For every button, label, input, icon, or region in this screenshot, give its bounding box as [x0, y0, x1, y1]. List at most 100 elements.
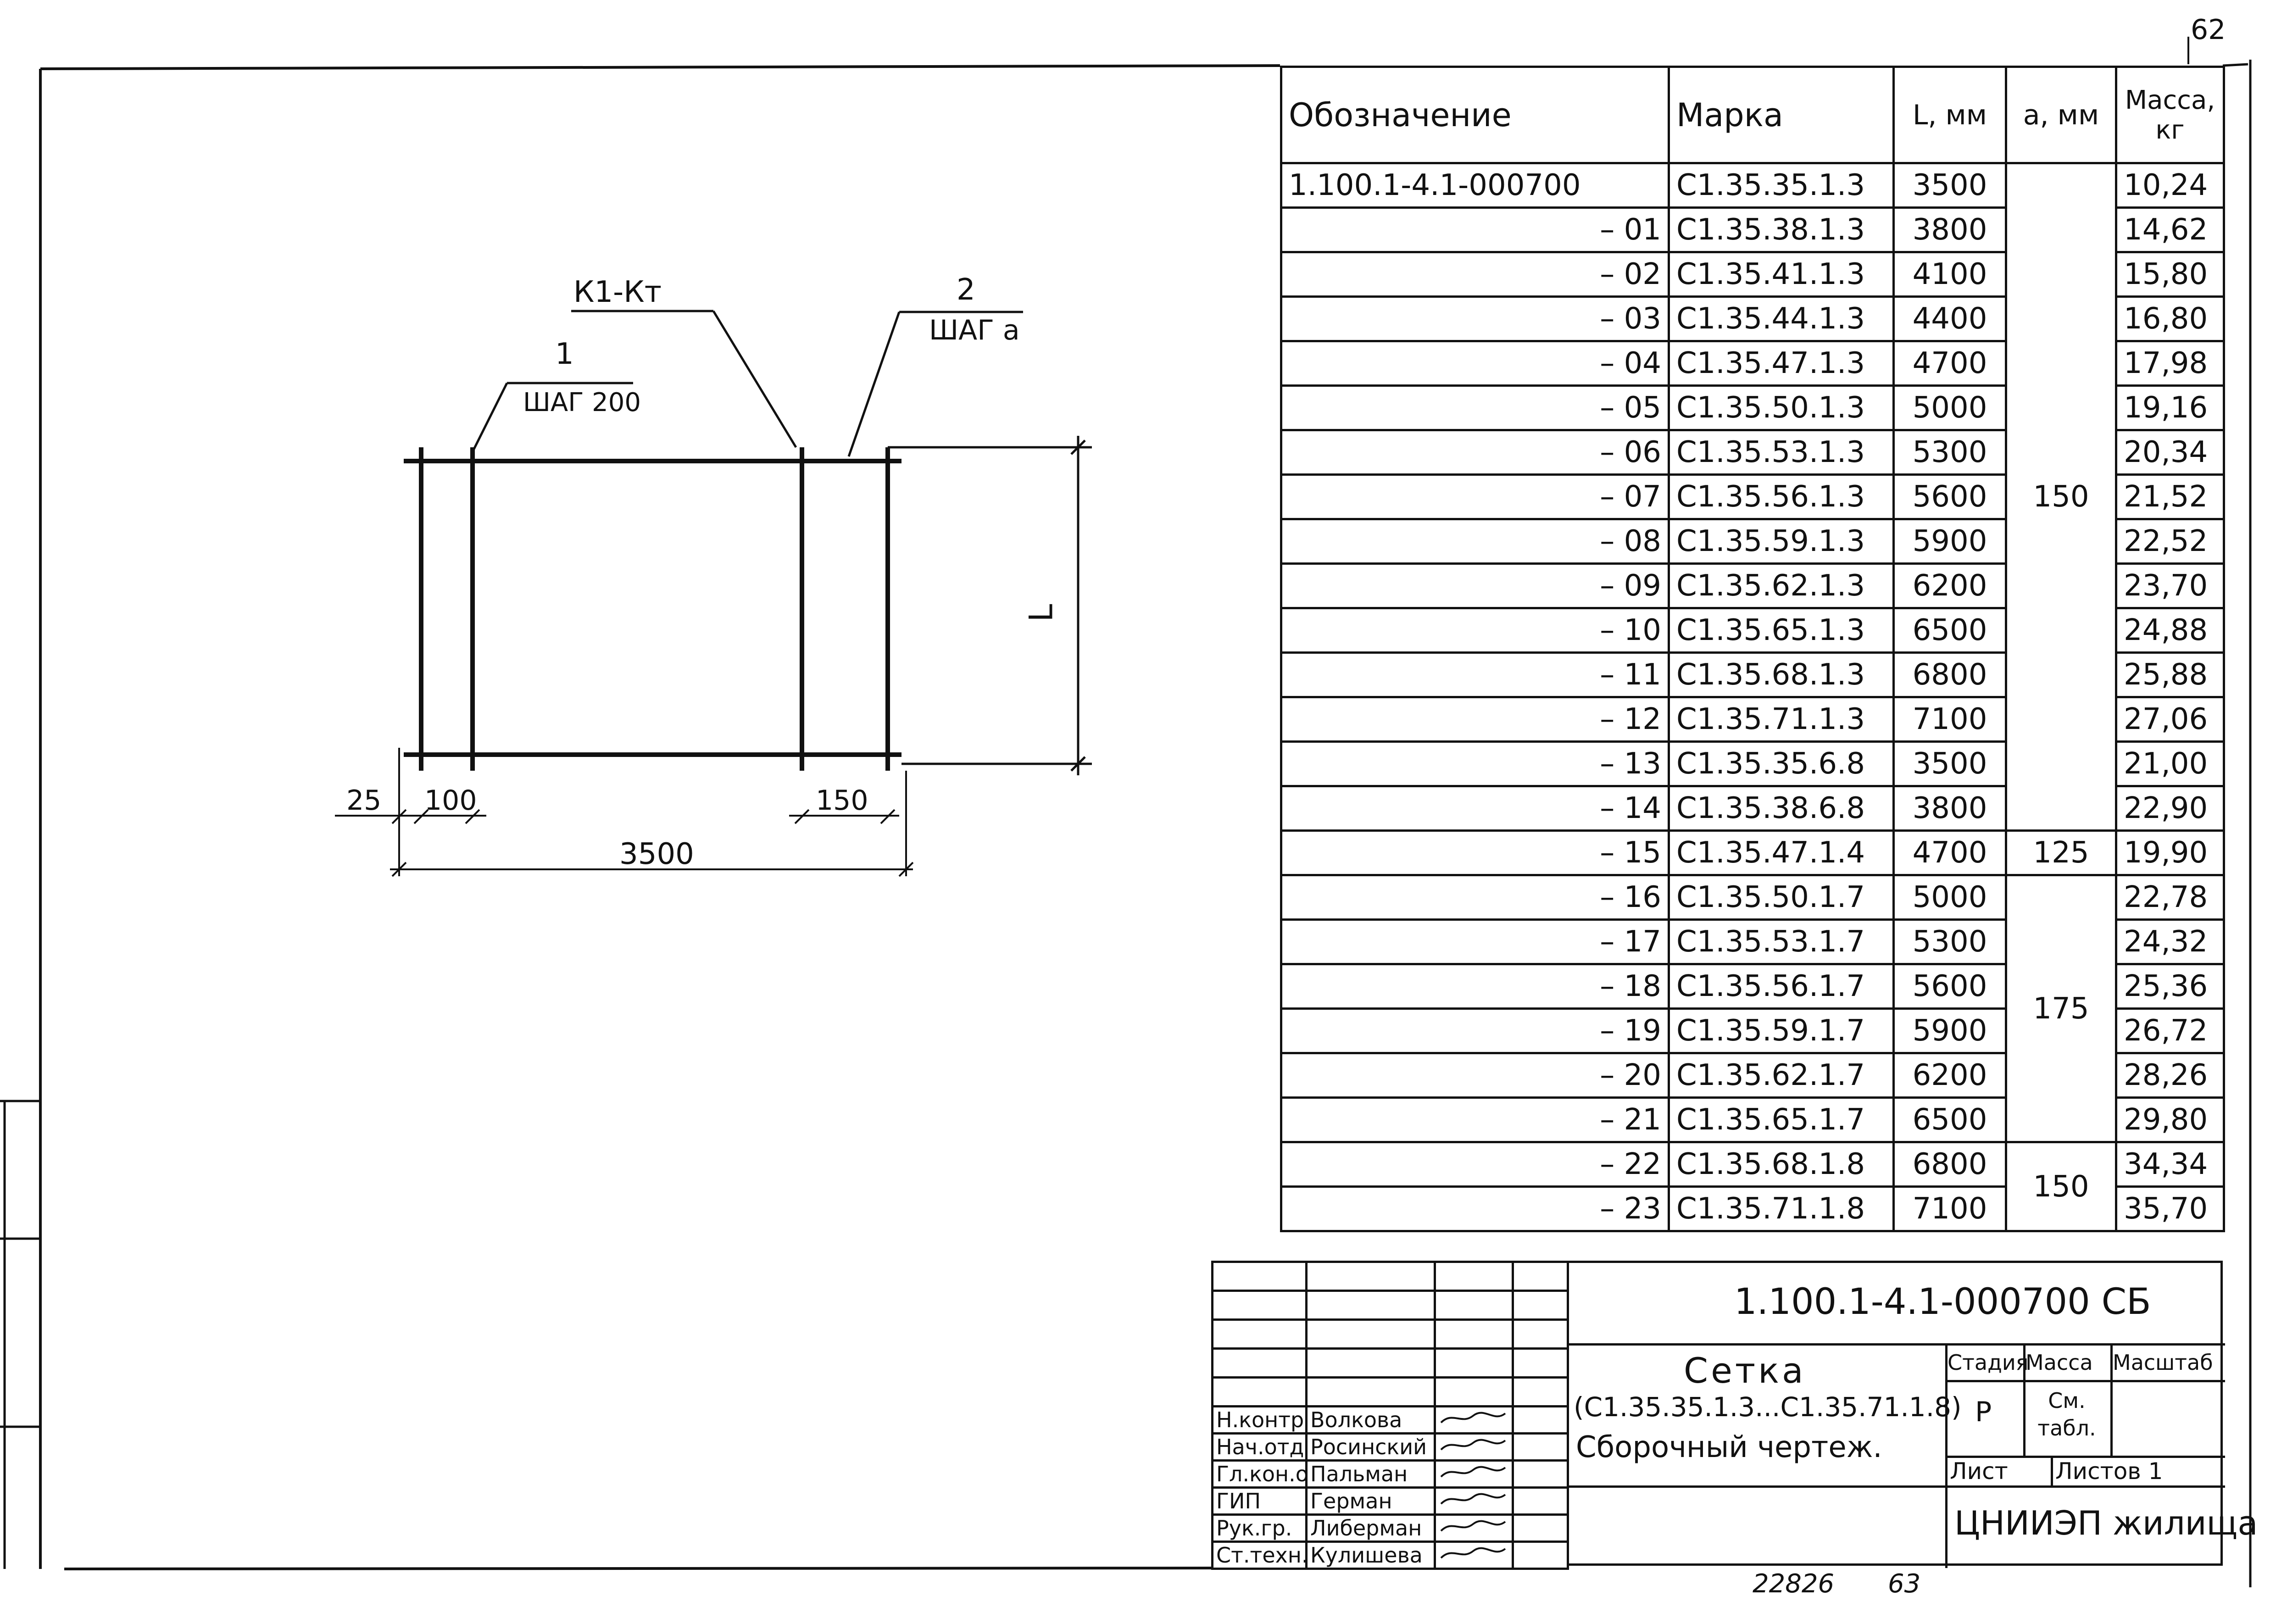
row-length: 5900	[1892, 518, 2007, 565]
blank-row	[1211, 1376, 1569, 1407]
row-mark: С1.35.50.1.3	[1668, 384, 1895, 431]
signature-mark	[1434, 1459, 1514, 1489]
blank-row	[1211, 1318, 1569, 1350]
row-length: 4400	[1892, 295, 2007, 342]
row-mark: С1.35.38.1.3	[1668, 206, 1895, 253]
blank-cell	[1211, 1290, 1308, 1321]
row-mass: 22,78	[2115, 874, 2225, 921]
scale-header: Масштаб	[2113, 1350, 2213, 1375]
row-length: 6200	[1892, 562, 2007, 609]
row-length: 7100	[1892, 1185, 2007, 1232]
blank-row	[1211, 1261, 1569, 1292]
row-designation: – 23	[1280, 1185, 1670, 1232]
footer-inventory-number: 22826	[1753, 1569, 1835, 1599]
document-designation: 1.100.1-4.1-000700 СБ	[1734, 1281, 2151, 1323]
row-mark: С1.35.65.1.7	[1668, 1096, 1895, 1143]
row-designation: 1.100.1-4.1-000700	[1280, 162, 1670, 209]
header-step: a, мм	[2005, 66, 2117, 164]
row-length: 5600	[1892, 963, 2007, 1010]
row-length: 4700	[1892, 829, 2007, 876]
stage-value: Р	[1975, 1396, 1992, 1428]
signature-name: Либерман	[1305, 1513, 1436, 1543]
row-length: 5300	[1892, 429, 2007, 476]
row-designation: – 05	[1280, 384, 1670, 431]
callout-1-number: 1	[555, 337, 574, 371]
row-step-a: 125	[2005, 829, 2117, 876]
row-mass: 19,16	[2115, 384, 2225, 431]
row-mark: С1.35.56.1.7	[1668, 963, 1895, 1010]
blank-cell	[1305, 1290, 1436, 1321]
header-designation: Обозначение	[1280, 66, 1670, 164]
blank-cell	[1512, 1318, 1569, 1350]
row-designation: – 19	[1280, 1007, 1670, 1054]
row-designation: – 07	[1280, 473, 1670, 520]
signature-date	[1512, 1513, 1569, 1543]
header-mass: Масса, кг	[2115, 66, 2225, 164]
row-length: 4100	[1892, 251, 2007, 298]
row-step-a: 175	[2005, 874, 2117, 1143]
signature-mark	[1434, 1513, 1514, 1543]
blank-cell	[1211, 1261, 1308, 1292]
row-mass: 22,52	[2115, 518, 2225, 565]
row-designation: – 17	[1280, 918, 1670, 965]
row-mass: 25,36	[2115, 963, 2225, 1010]
signature-role: Нач.отд.	[1211, 1432, 1308, 1462]
row-mass: 15,80	[2115, 251, 2225, 298]
row-length: 3800	[1892, 785, 2007, 832]
dimension-3500: 3500	[619, 837, 694, 871]
sheet-number: 62	[2191, 14, 2226, 46]
dimension-25: 25	[346, 784, 382, 817]
blank-cell	[1305, 1261, 1436, 1292]
signature-date	[1512, 1541, 1569, 1570]
row-mass: 28,26	[2115, 1052, 2225, 1099]
signature-row: Ст.техн.Кулишева	[1211, 1541, 1569, 1570]
row-designation: – 11	[1280, 651, 1670, 698]
row-length: 5000	[1892, 384, 2007, 431]
blank-cell	[1434, 1376, 1514, 1407]
blank-cell	[1512, 1261, 1569, 1292]
row-mass: 23,70	[2115, 562, 2225, 609]
blank-cell	[1434, 1347, 1514, 1379]
signature-name: Росинский	[1305, 1432, 1436, 1462]
blank-cell	[1305, 1376, 1436, 1407]
signature-role: Гл.кон.отд.	[1211, 1459, 1308, 1489]
row-mark: С1.35.68.1.3	[1668, 651, 1895, 698]
row-length: 3500	[1892, 740, 2007, 787]
signature-role: ГИП	[1211, 1486, 1308, 1516]
signature-role: Рук.гр.	[1211, 1513, 1308, 1543]
callout-2-text: ШАГ a	[929, 314, 1020, 346]
signature-role: Ст.техн.	[1211, 1541, 1308, 1570]
header-mark: Марка	[1668, 66, 1895, 164]
row-length: 5000	[1892, 874, 2007, 921]
signature-mark	[1434, 1432, 1514, 1462]
row-mark: С1.35.68.1.8	[1668, 1141, 1895, 1188]
title-line-3: Сборочный чертеж.	[1576, 1430, 1882, 1464]
row-mark: С1.35.44.1.3	[1668, 295, 1895, 342]
row-designation: – 21	[1280, 1096, 1670, 1143]
row-designation: – 12	[1280, 696, 1670, 743]
sheet-label: Лист	[1950, 1458, 2008, 1485]
row-mass: 35,70	[2115, 1185, 2225, 1232]
blank-cell	[1512, 1290, 1569, 1321]
row-step-a: 150	[2005, 1141, 2117, 1232]
row-mass: 24,88	[2115, 607, 2225, 654]
blank-cell	[1434, 1290, 1514, 1321]
row-mark: С1.35.35.1.3	[1668, 162, 1895, 209]
row-designation: – 03	[1280, 295, 1670, 342]
row-mark: С1.35.50.1.7	[1668, 874, 1895, 921]
row-mark: С1.35.35.6.8	[1668, 740, 1895, 787]
